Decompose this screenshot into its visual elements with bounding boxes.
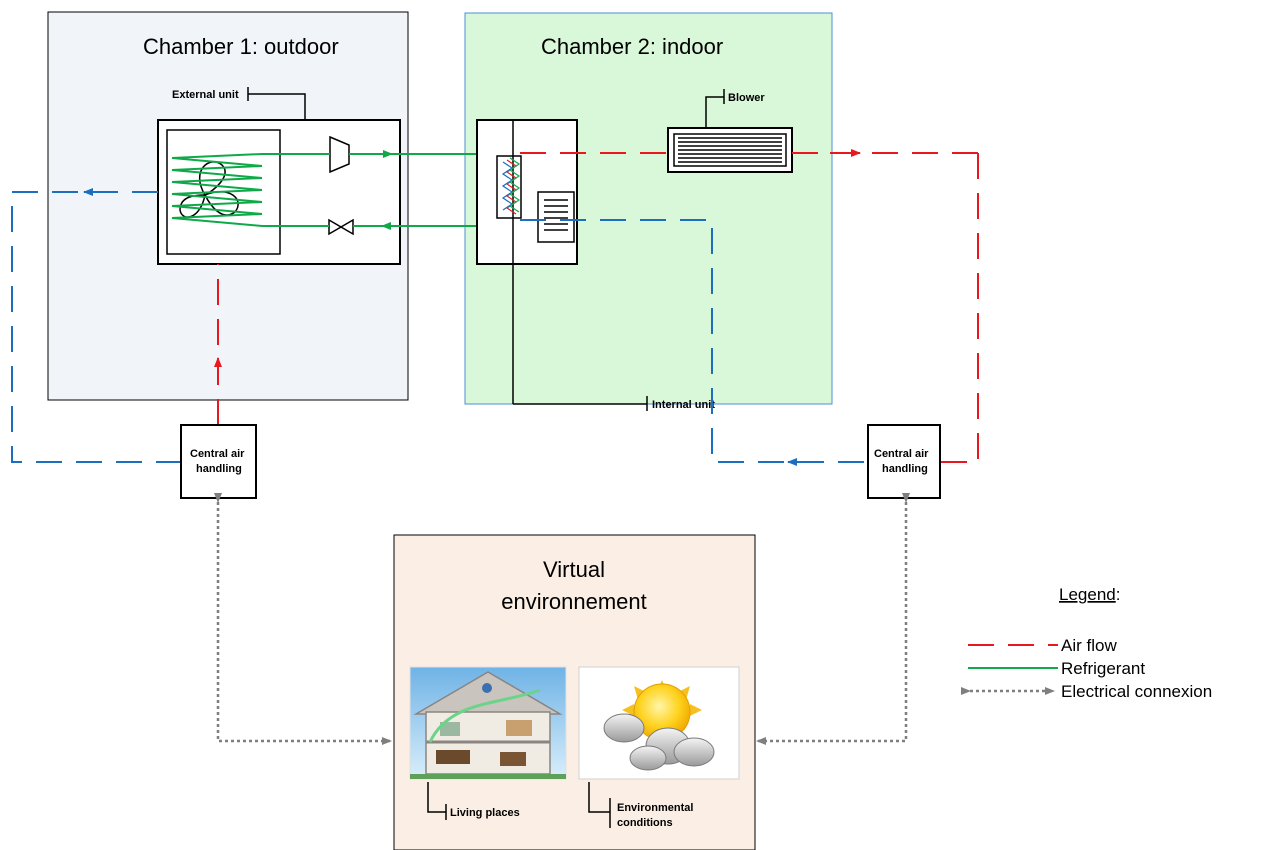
legend-refrigerant: Refrigerant [1061, 659, 1145, 678]
legend-title: Legend: [1059, 585, 1120, 604]
virtual-environment: Virtual environnement [393, 534, 756, 850]
cah-left-line1: Central air [190, 448, 245, 460]
blower-icon [667, 127, 793, 173]
compressor-icon [329, 135, 350, 174]
chamber-outdoor-title: Chamber 1: outdoor [143, 34, 339, 59]
internal-unit: Internal unit [476, 119, 715, 411]
legend-electrical: Electrical connexion [1061, 682, 1212, 701]
blower: Blower [667, 89, 793, 173]
refrigerant-lines [262, 150, 500, 230]
external-unit-label: External unit [172, 89, 239, 101]
weather-image [578, 666, 740, 780]
sun-icon [622, 680, 702, 741]
blower-label: Blower [728, 92, 765, 104]
electrical-connections [214, 493, 910, 745]
filter-icon [537, 191, 575, 243]
cah-right-line2: handling [882, 463, 928, 475]
living-places-label: Living places [450, 807, 520, 819]
cah-right-line1: Central air [874, 448, 929, 460]
env-conditions-line1: Environmental [617, 802, 693, 814]
central-air-handling-right: Central air handling [867, 424, 941, 499]
house-image [409, 666, 567, 780]
external-unit-callout: External unit [172, 87, 306, 120]
chamber-indoor-title: Chamber 2: indoor [541, 34, 723, 59]
env-conditions-line2: conditions [617, 817, 673, 829]
virtual-env-title-line1: Virtual [543, 557, 605, 582]
external-unit [157, 119, 401, 265]
cloud-icon [603, 713, 715, 771]
heat-exchanger-icon [496, 155, 522, 219]
cah-left-line2: handling [196, 463, 242, 475]
virtual-env-title-line2: environnement [501, 589, 647, 614]
legend: Legend: Air flow Refrigerant Electrical … [961, 585, 1212, 701]
air-flows [11, 149, 979, 466]
internal-unit-label: Internal unit [652, 399, 715, 411]
central-air-handling-left: Central air handling [180, 424, 257, 499]
legend-air-flow: Air flow [1061, 636, 1117, 655]
